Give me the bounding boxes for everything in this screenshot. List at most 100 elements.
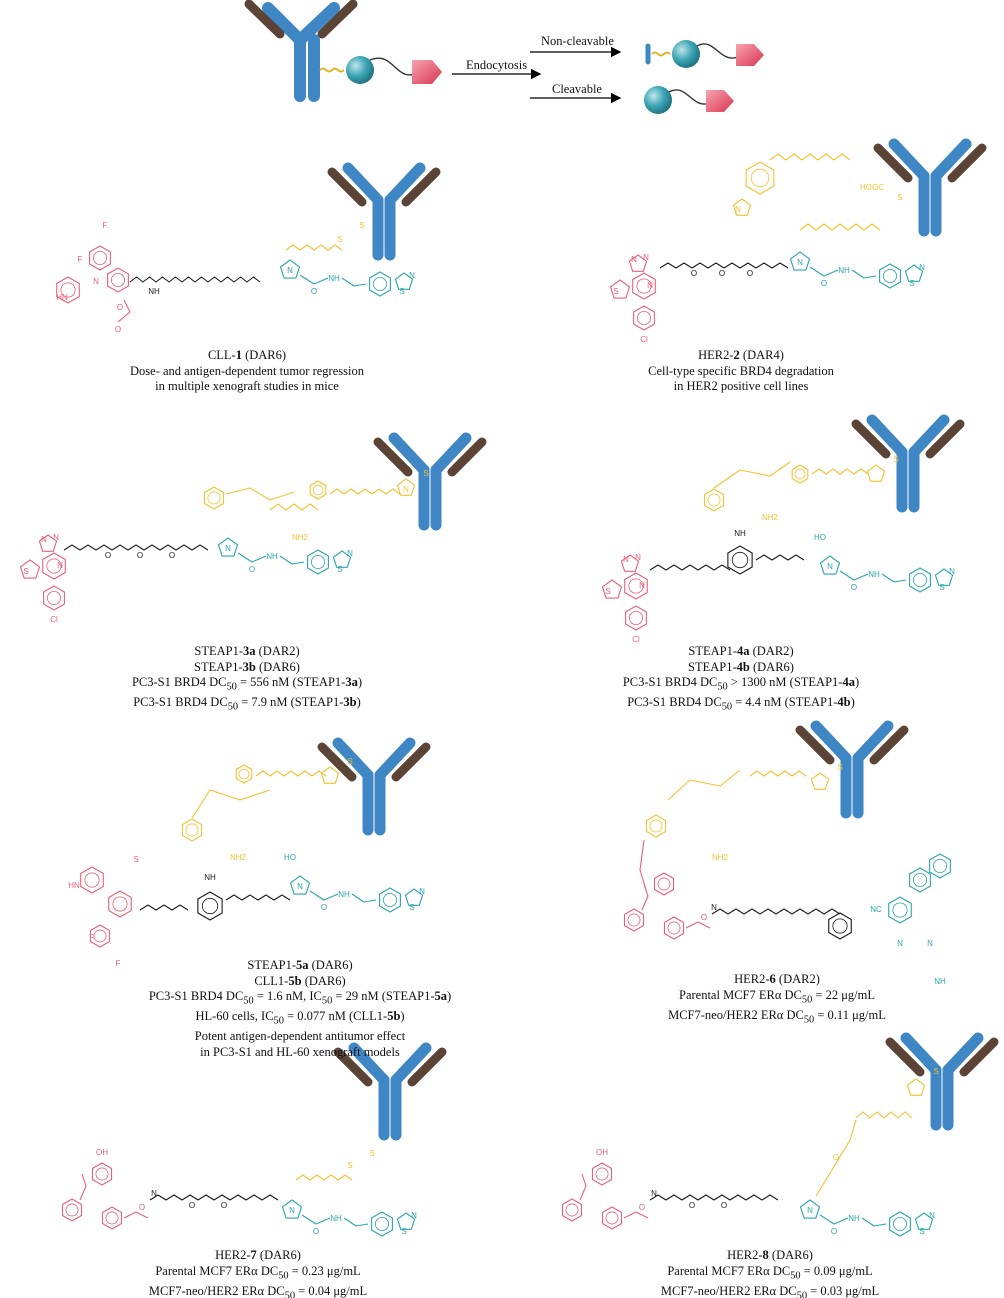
atom-label: NH bbox=[266, 552, 278, 561]
aromatic-circle bbox=[84, 872, 100, 888]
ether-link bbox=[639, 839, 647, 891]
phenyl-ring bbox=[591, 1162, 613, 1186]
phenyl-ring bbox=[561, 1198, 583, 1222]
propyl-chain bbox=[755, 554, 805, 561]
aromatic-circle bbox=[374, 1217, 389, 1232]
pyrrolidine-ring bbox=[289, 875, 311, 895]
alkene-bond bbox=[79, 1173, 87, 1201]
cleavable-label: Cleavable bbox=[552, 82, 602, 96]
antibody-arm bbox=[374, 737, 416, 781]
caption-steap1-3: STEAP1-3a (DAR2) STEAP1-3b (DAR6) PC3-S1… bbox=[131, 644, 362, 713]
atom-label: NH bbox=[934, 977, 946, 986]
aromatic-circle bbox=[731, 551, 749, 569]
antibody-arm bbox=[908, 414, 950, 458]
atom-label: N bbox=[631, 255, 637, 264]
atom-label: S bbox=[893, 455, 898, 464]
aromatic-circle bbox=[207, 491, 221, 505]
aromatic-circle bbox=[794, 468, 806, 480]
atom-label: OH bbox=[596, 1148, 608, 1157]
atom-label: O bbox=[169, 551, 175, 560]
benzyl-link bbox=[279, 555, 305, 565]
atom-label: NH2 bbox=[292, 533, 309, 542]
amide-chain bbox=[139, 904, 189, 911]
antibody-icon bbox=[851, 414, 965, 513]
peg-chain bbox=[225, 894, 291, 901]
peg-chain bbox=[649, 564, 731, 571]
antibody-light-chain bbox=[947, 143, 987, 183]
atom-label: N bbox=[41, 535, 47, 544]
aromatic-circle bbox=[629, 611, 644, 626]
difluoropyridine-ring bbox=[89, 245, 111, 271]
atom-label: N bbox=[639, 581, 645, 590]
atom-label: N bbox=[347, 549, 353, 558]
amide-bond bbox=[809, 266, 839, 277]
atom-label: N bbox=[297, 882, 303, 891]
atom-label: S bbox=[613, 287, 618, 296]
atom-label: N bbox=[419, 887, 425, 896]
triazole-ring bbox=[628, 254, 648, 272]
antibody-arm bbox=[942, 1032, 984, 1076]
naphthyl-ring bbox=[929, 853, 951, 879]
atom-label: F bbox=[116, 959, 121, 968]
atom-label: O bbox=[117, 303, 123, 312]
atom-label: NH bbox=[328, 274, 340, 283]
benzo-ring bbox=[107, 267, 129, 293]
thiophene-ring bbox=[609, 279, 631, 299]
alkyl-chain bbox=[129, 276, 261, 283]
pab-ring bbox=[645, 814, 667, 838]
aromatic-circle bbox=[883, 268, 898, 283]
atom-label: N bbox=[93, 277, 99, 286]
amide-bond bbox=[839, 570, 869, 581]
caption-steap1-4: STEAP1-4a (DAR2) STEAP1-4b (DAR6) PC3-S1… bbox=[622, 644, 860, 713]
atom-label: O bbox=[719, 269, 725, 278]
caption-title: CLL-1 (DAR6) bbox=[207, 348, 287, 362]
central-aryl-ring bbox=[197, 891, 223, 921]
atom-label: N bbox=[287, 266, 293, 275]
antibody-arm bbox=[866, 414, 908, 458]
atom-label: S bbox=[399, 287, 404, 296]
aromatic-circle bbox=[93, 250, 108, 265]
atom-label: S bbox=[347, 1161, 352, 1170]
aromatic-circle bbox=[47, 591, 62, 606]
pab-ring bbox=[181, 818, 203, 842]
chlorophenyl-ring bbox=[43, 585, 65, 611]
atom-label: O bbox=[639, 1203, 645, 1212]
caption-cll1: CLL-1 (DAR6) Dose- and antigen-dependent… bbox=[82, 348, 412, 395]
atom-label: O bbox=[221, 1201, 227, 1210]
atom-label: S bbox=[337, 235, 342, 244]
atom-label: NH bbox=[838, 266, 850, 275]
succinimide-ring bbox=[906, 1078, 926, 1096]
aromatic-circle bbox=[95, 1167, 109, 1181]
cyclobutane bbox=[235, 764, 253, 784]
ether-link bbox=[685, 921, 711, 929]
antibody-light-chain bbox=[851, 419, 891, 459]
atom-label: O bbox=[689, 1201, 695, 1210]
aromatic-circle bbox=[637, 310, 652, 325]
diazepine-ring bbox=[632, 272, 656, 300]
aromatic-circle bbox=[913, 573, 928, 588]
atom-label: HOOC bbox=[860, 183, 884, 192]
pab-ring bbox=[203, 486, 225, 510]
amide-bond bbox=[819, 1214, 849, 1225]
antibody-icon bbox=[317, 737, 431, 836]
pyrrolidine-ring bbox=[819, 555, 841, 575]
antibody-light-chain bbox=[885, 1037, 925, 1077]
antibody-icon bbox=[373, 432, 487, 531]
aromatic-circle bbox=[750, 168, 770, 188]
atom-label: O bbox=[851, 583, 857, 592]
benzyl-link bbox=[881, 573, 907, 583]
peg-chain bbox=[711, 908, 841, 915]
antibody-arm bbox=[332, 737, 374, 781]
atom-label: N bbox=[919, 263, 925, 272]
val-cit-chain bbox=[191, 789, 271, 819]
antibody-light-chain bbox=[959, 1037, 999, 1077]
caption-steap1-5: STEAP1-5a (DAR6) CLL1-5b (DAR6) PC3-S1 B… bbox=[148, 958, 452, 1059]
ligand-ball bbox=[346, 56, 374, 84]
amide-bond bbox=[301, 1214, 331, 1225]
atom-label: OH bbox=[96, 1148, 108, 1157]
atom-label: NH bbox=[848, 1214, 860, 1223]
